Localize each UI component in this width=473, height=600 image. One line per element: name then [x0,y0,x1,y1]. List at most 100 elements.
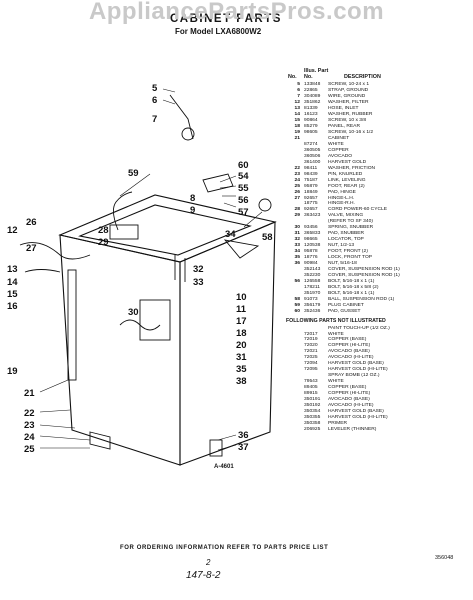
part-number: 98439 [304,171,318,177]
part-description: COVER, SUSPENSION ROD (1) [328,272,400,278]
item-number: 56 [294,278,300,284]
part-number: 352143 [304,266,321,272]
part-description: SCREW, 10-16 x 1/2 [328,130,374,136]
part-number: 350355 [304,414,321,420]
part-description: HARVEST GOLD (BASE) [328,408,384,414]
table-row: 18775 HINGE-R.H. [288,201,470,207]
ordering-info-footer: FOR ORDERING INFORMATION REFER TO PARTS … [120,545,329,551]
page-subtitle: For Model LXA6800W2 [175,27,262,36]
part-description: HINGE-L.H. [328,195,355,201]
part-number: 360506 [304,153,321,159]
callout-54: 54 [238,171,249,182]
part-number: 22865 [304,88,318,94]
part-number: 95879 [304,183,318,189]
table-row: 21 CABINET [288,136,470,142]
part-description: STRAP, GROUND [328,88,369,94]
item-number: 18 [294,124,300,130]
part-description: SCREW, 10-24 x 1 [328,82,370,88]
part-description: HINGE-R.H. [328,201,355,207]
part-number: 133848 [304,82,321,88]
part-description: WASHER, RUBBER [328,112,373,118]
item-number: 24 [294,177,300,183]
part-description: HARVEST GOLD (BASE) [328,361,384,367]
part-number: 350192 [304,402,321,408]
callout-56: 56 [238,195,249,206]
item-number: 21 [294,135,300,141]
callout-35: 35 [236,364,247,375]
parts-table-header: Illus. Part No. No. DESCRIPTION [288,68,470,80]
part-number: 92657 [304,207,318,213]
part-description: LINK, LEVELING [328,177,366,183]
part-number: 93456 [304,225,318,231]
part-description: HARVEST GOLD [328,159,367,165]
part-number: 351862 [304,100,321,106]
part-number: 18775 [304,201,318,207]
part-description: PAINT TOUCH-UP (1/2 OZ.) [328,325,390,331]
table-row: 30 93456 SPRING, SNUBBER [288,225,470,231]
part-number: 16123 [304,112,318,118]
part-description: HARVEST GOLD (HI-LITE) [328,367,388,373]
item-number: 23 [294,171,300,177]
item-number: 19 [294,130,300,136]
handwritten-page-number: 2 [206,558,211,567]
callout-13: 13 [7,264,18,275]
callout-32: 32 [193,264,204,275]
item-number: 22 [294,165,300,171]
part-description: NUT, 1/2-13 [328,243,355,249]
part-description: PAD, SNUBBER [328,231,365,237]
item-number: 35 [294,255,300,261]
callout-33: 33 [193,277,204,288]
callout-28: 28 [98,225,109,236]
item-number: 30 [294,225,300,231]
item-number: 12 [294,100,300,106]
part-number: 87274 [304,141,318,147]
callout-31: 31 [236,352,247,363]
part-description: SPRING, SNUBBER [328,225,374,231]
callout-17: 17 [236,316,247,327]
part-number: 98665 [304,237,318,243]
part-description: BOLT, 5/16-18 x 1 (1) [328,278,375,284]
part-number: 85279 [304,124,318,130]
callout-6: 6 [152,95,157,106]
item-number: 33 [294,243,300,249]
part-description: AVOCADO (BASE) [328,349,370,355]
part-number: 98605 [304,130,318,136]
header-no: No. [288,74,297,81]
part-description: CABINET [328,135,350,141]
part-description: COPPER (HI-LITE) [328,391,371,397]
part-description: VALVE, MIXING [328,213,364,219]
item-number: 7 [297,94,300,100]
callout-26: 26 [26,217,37,228]
table-row: 19 98605 SCREW, 10-16 x 1/2 [288,130,470,136]
part-description: AVOCADO (HI-LITE) [328,355,374,361]
part-description: COPPER [328,147,349,153]
figure-code: A-4601 [214,464,234,470]
callout-11: 11 [236,304,247,315]
part-description: WHITE [328,379,344,385]
callout-36: 36 [238,430,249,441]
callout-34: 34 [225,229,236,240]
part-description: BOLT, 5/16-18 x 1 (1) [328,290,375,296]
part-number: 91073 [304,296,318,302]
part-number: 18776 [304,255,318,261]
callout-8: 8 [190,193,195,204]
callout-20: 20 [236,340,247,351]
part-description: PLUG CABINET [328,302,364,308]
